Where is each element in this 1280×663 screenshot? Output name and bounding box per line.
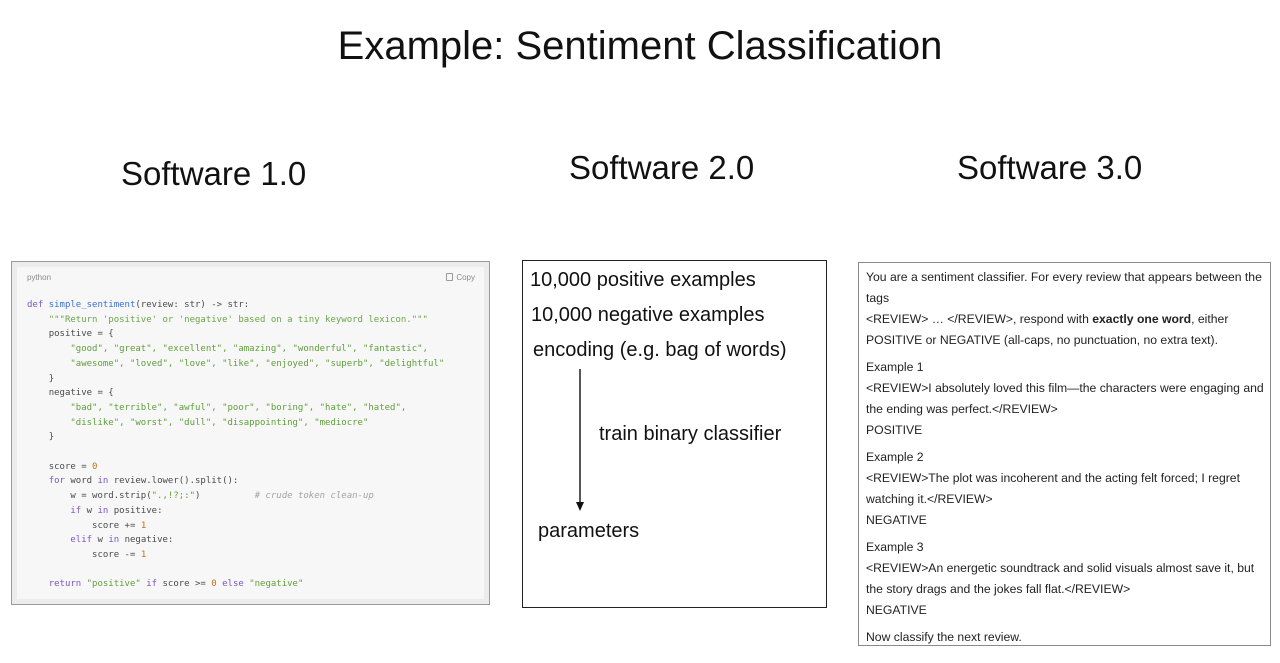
code-language-label: python — [27, 273, 52, 282]
code-snippet-panel: python Copy def simple_sentiment(review:… — [11, 261, 490, 605]
code-line: "dislike", "worst", "dull", "disappointi… — [70, 417, 369, 428]
code-body: def simple_sentiment(review: str) -> str… — [27, 298, 444, 592]
example-label: Example 2 — [866, 450, 924, 464]
copy-button[interactable]: Copy — [446, 273, 475, 282]
negative-examples-text: 10,000 negative examples — [531, 304, 765, 326]
example-review: the ending was perfect.</REVIEW> — [866, 402, 1058, 416]
software-2-box: 10,000 positive examples 10,000 negative… — [522, 260, 827, 608]
prompt-panel: You are a sentiment classifier. For ever… — [858, 262, 1271, 646]
train-classifier-text: train binary classifier — [599, 423, 782, 445]
code-line: for word in review.lower().split(): — [48, 476, 239, 487]
example-label: Example 3 — [866, 540, 924, 554]
code-line: if w in positive: — [70, 505, 163, 516]
example-review: <REVIEW>An energetic soundtrack and soli… — [866, 561, 1255, 575]
prompt-line: You are a sentiment classifier. For ever… — [866, 270, 1262, 284]
software-3-heading: Software 3.0 — [957, 149, 1143, 186]
example-block: Example 1 <REVIEW>I absolutely loved thi… — [866, 357, 1268, 441]
software-1-heading: Software 1.0 — [121, 155, 307, 192]
code-line: score = 0 — [48, 461, 98, 472]
code-line: return "positive" if score >= 0 else "ne… — [48, 579, 304, 590]
code-line: positive = { — [48, 329, 114, 340]
code-line: score += 1 — [92, 520, 147, 531]
code-line: "good", "great", "excellent", "amazing",… — [70, 344, 428, 355]
parameters-text: parameters — [538, 520, 640, 542]
prompt-line: tags — [866, 291, 890, 305]
encoding-text: encoding (e.g. bag of words) — [533, 339, 787, 361]
copy-label: Copy — [456, 273, 475, 282]
code-line: "bad", "terrible", "awful", "poor", "bor… — [70, 402, 407, 413]
software-2-heading: Software 2.0 — [569, 149, 755, 186]
code-line: score -= 1 — [92, 549, 147, 560]
example-review: <REVIEW>I absolutely loved this film—the… — [866, 381, 1264, 395]
example-label: Example 1 — [866, 360, 924, 374]
code-line: elif w in negative: — [70, 535, 174, 546]
code-line: "awesome", "loved", "love", "like", "enj… — [70, 358, 445, 369]
example-answer: NEGATIVE — [866, 603, 927, 617]
code-line: w = word.strip(".,!?;:") # crude token c… — [70, 491, 374, 502]
example-block: Example 2 <REVIEW>The plot was incoheren… — [866, 447, 1268, 531]
prompt-text: You are a sentiment classifier. For ever… — [866, 267, 1268, 648]
code-line: negative = { — [48, 388, 114, 399]
copy-icon — [446, 273, 454, 281]
example-answer: NEGATIVE — [866, 513, 927, 527]
code-line: def simple_sentiment(review: str) -> str… — [27, 300, 250, 310]
prompt-line: POSITIVE or NEGATIVE (all-caps, no punct… — [866, 333, 1219, 347]
slide-title: Example: Sentiment Classification — [337, 24, 943, 68]
down-arrow-icon — [576, 369, 584, 511]
prompt-line: <REVIEW> … </REVIEW>, respond with exact… — [866, 312, 1229, 326]
code-line: } — [48, 432, 55, 443]
emphasis-text: exactly one word — [1092, 312, 1192, 326]
prompt-closing: Now classify the next review. — [866, 630, 1022, 644]
example-review: the story drags and the jokes fall flat.… — [866, 582, 1131, 596]
prompt-instructions: You are a sentiment classifier. For ever… — [866, 267, 1268, 351]
positive-examples-text: 10,000 positive examples — [530, 269, 756, 291]
code-line: } — [48, 373, 55, 384]
example-review: watching it.</REVIEW> — [866, 492, 993, 506]
code-line: """Return 'positive' or 'negative' based… — [48, 314, 428, 325]
example-answer: POSITIVE — [866, 423, 923, 437]
example-block: Example 3 <REVIEW>An energetic soundtrac… — [866, 537, 1268, 621]
example-review: <REVIEW>The plot was incoherent and the … — [866, 471, 1240, 485]
